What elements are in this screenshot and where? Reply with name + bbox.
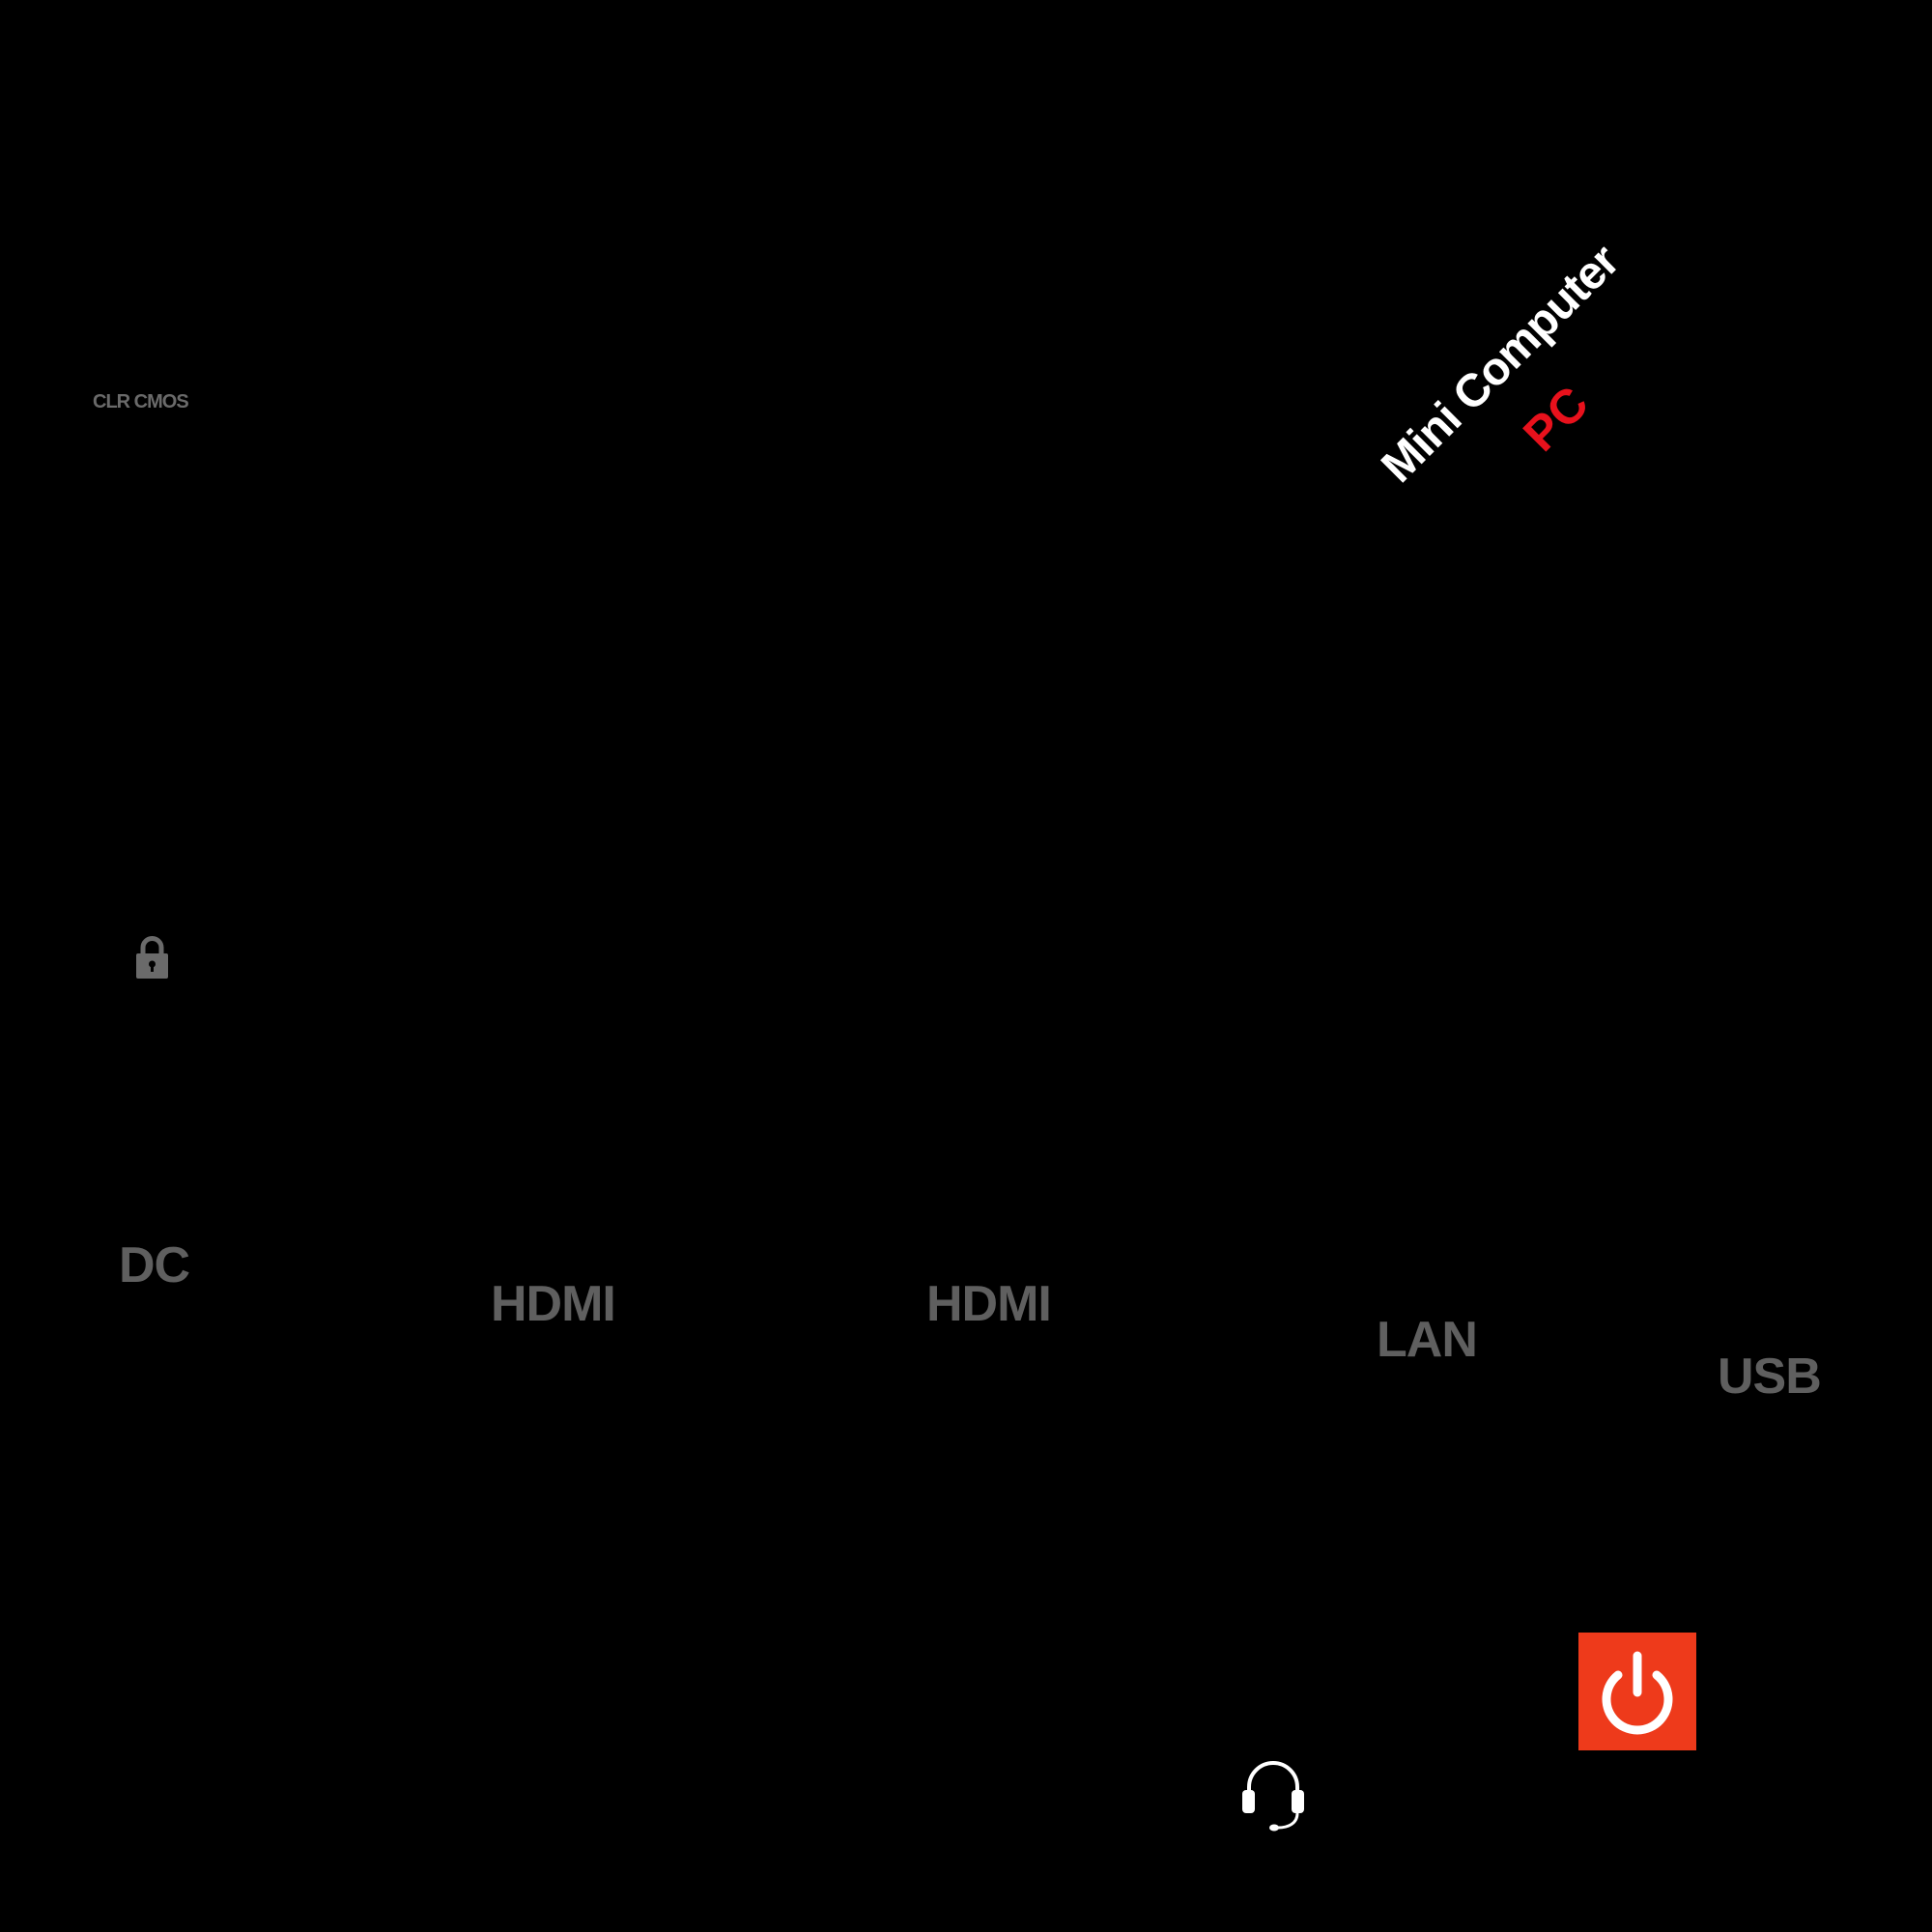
clr-cmos-label: CLR CMOS (93, 391, 189, 412)
usb-port-label: USB (1718, 1349, 1822, 1405)
dc-port-label: DC (119, 1237, 190, 1293)
headset-icon[interactable] (1239, 1758, 1307, 1832)
hdmi-port-label-1: HDMI (491, 1276, 616, 1332)
power-icon (1602, 1651, 1673, 1735)
brand-logo: Mini Computer PC (1372, 236, 1662, 493)
lock-icon (135, 935, 169, 980)
power-button[interactable] (1578, 1633, 1696, 1750)
hdmi-port-label-2: HDMI (926, 1276, 1052, 1332)
lan-port-label: LAN (1377, 1312, 1478, 1368)
brand-subtitle: PC (1513, 376, 1599, 462)
brand-title: Mini Computer (1372, 236, 1629, 493)
